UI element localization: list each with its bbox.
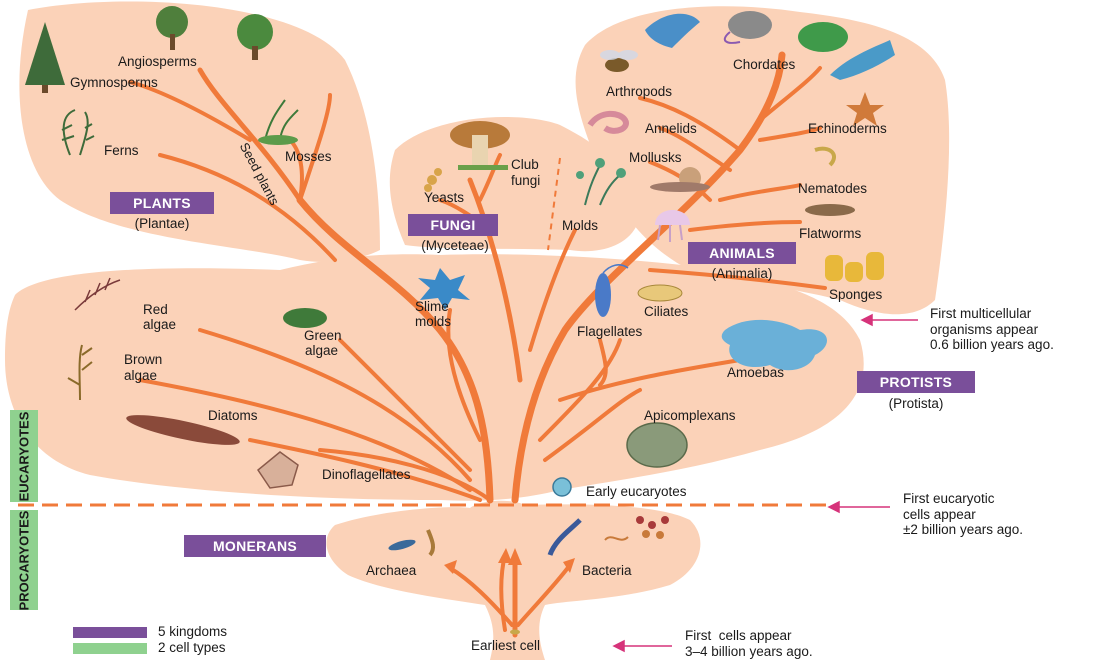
eucaryotes-label: EUCARYOTES [17, 411, 32, 501]
note-first-cells-line-2: 3–4 billion years ago. [685, 644, 813, 660]
label-sponges: Sponges [829, 288, 882, 303]
earliest-cell-icon [510, 630, 520, 635]
flatworm-icon [805, 204, 855, 216]
label-gymnosperms: Gymnosperms [70, 76, 158, 91]
label-brown-algae-1: Brown [124, 353, 162, 368]
label-archaea: Archaea [366, 564, 416, 579]
label-echinoderms: Echinoderms [808, 122, 887, 137]
kingdom-plants-box: PLANTS [110, 192, 214, 214]
legend-kingdoms-label: 5 kingdoms [158, 625, 227, 640]
early-eucaryote-icon [553, 478, 571, 496]
note-first-cells-line-1: First cells appear [685, 628, 813, 644]
label-slime-molds-1: Slime [415, 300, 449, 315]
apicomplexan-icon [627, 423, 687, 467]
label-earliest-cell: Earliest cell [471, 639, 540, 654]
legend-cell-types-swatch [73, 643, 147, 654]
label-nematodes: Nematodes [798, 182, 867, 197]
kingdom-fungi-name: FUNGI [430, 217, 475, 233]
kingdom-monerans-box: MONERANS [184, 535, 326, 557]
label-ferns: Ferns [104, 144, 139, 159]
ciliate-icon [638, 285, 682, 301]
procaryotes-bar: PROCARYOTES [10, 510, 38, 610]
kingdom-animals-box: ANIMALS [688, 242, 796, 264]
procaryotes-label: PROCARYOTES [17, 510, 32, 610]
kingdom-monerans-name: MONERANS [213, 538, 297, 554]
label-annelids: Annelids [645, 122, 697, 137]
kingdom-fungi-latin: (Myceteae) [400, 238, 510, 253]
note-first-cells: First cells appear 3–4 billion years ago… [685, 628, 813, 659]
kingdom-plants-name: PLANTS [133, 195, 191, 211]
label-bacteria: Bacteria [582, 564, 632, 579]
legend-kingdoms-swatch [73, 627, 147, 638]
label-molds: Molds [562, 219, 598, 234]
green-algae-icon [283, 308, 327, 328]
eucaryotes-bar: EUCARYOTES [10, 410, 38, 502]
note-eucaryotic: First eucaryotic cells appear ±2 billion… [903, 491, 1023, 538]
note-eucaryotic-line-1: First eucaryotic [903, 491, 1023, 507]
label-dinoflagellates: Dinoflagellates [322, 468, 411, 483]
kingdom-protists-box: PROTISTS [857, 371, 975, 393]
kingdom-fungi-box: FUNGI [408, 214, 498, 236]
label-green-algae-2: algae [305, 344, 338, 359]
label-diatoms: Diatoms [208, 409, 258, 424]
label-slime-molds-2: molds [415, 315, 451, 330]
label-club-fungi-1: Club [511, 158, 539, 173]
label-mosses: Mosses [285, 150, 332, 165]
note-multicellular: First multicellular organisms appear 0.6… [930, 306, 1054, 353]
label-chordates: Chordates [733, 58, 795, 73]
label-ciliates: Ciliates [644, 305, 688, 320]
note-eucaryotic-line-2: cells appear [903, 507, 1023, 523]
label-brown-algae-2: algae [124, 369, 157, 384]
note-multicellular-line-1: First multicellular [930, 306, 1054, 322]
label-early-eucaryotes: Early eucaryotes [586, 485, 687, 500]
label-red-algae-2: algae [143, 318, 176, 333]
label-green-algae-1: Green [304, 329, 342, 344]
label-mollusks: Mollusks [629, 151, 682, 166]
note-multicellular-line-3: 0.6 billion years ago. [930, 337, 1054, 353]
kingdom-animals-name: ANIMALS [709, 245, 775, 261]
label-flatworms: Flatworms [799, 227, 861, 242]
label-apicomplexans: Apicomplexans [644, 409, 736, 424]
kingdom-protists-latin: (Protista) [857, 396, 975, 411]
frog-icon [798, 22, 848, 52]
kingdom-animals-latin: (Animalia) [688, 266, 796, 281]
kingdom-plants-latin: (Plantae) [110, 216, 214, 231]
note-eucaryotic-line-3: ±2 billion years ago. [903, 522, 1023, 538]
label-amoebas: Amoebas [727, 366, 784, 381]
label-red-algae-1: Red [143, 303, 168, 318]
kingdom-protists-name: PROTISTS [880, 374, 952, 390]
label-yeasts: Yeasts [424, 191, 464, 206]
label-flagellates: Flagellates [577, 325, 642, 340]
label-arthropods: Arthropods [606, 85, 672, 100]
label-club-fungi-2: fungi [511, 174, 540, 189]
legend-cell-types-label: 2 cell types [158, 641, 226, 656]
label-angiosperms: Angiosperms [118, 55, 197, 70]
note-multicellular-line-2: organisms appear [930, 322, 1054, 338]
